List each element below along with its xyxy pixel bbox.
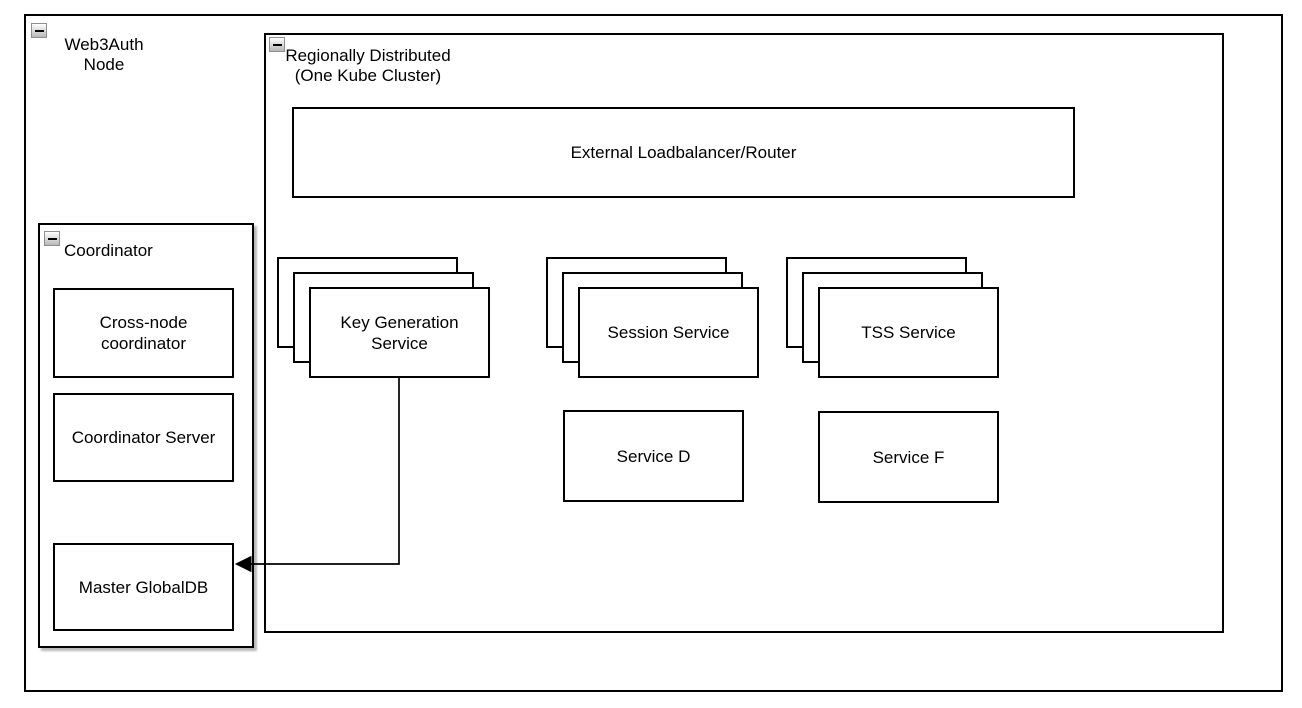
coordinator-label: Coordinator (64, 241, 153, 260)
tss-service-node[interactable]: TSS Service (818, 287, 999, 378)
master-globaldb-node[interactable]: Master GlobalDB (53, 543, 234, 631)
collapse-minus-icon[interactable] (269, 37, 285, 52)
web3auth-node-label: Web3Auth Node (64, 35, 144, 74)
external-loadbalancer-node[interactable]: External Loadbalancer/Router (292, 107, 1075, 198)
key-generation-service-node[interactable]: Key Generation Service (309, 287, 490, 378)
coordinator-server-node[interactable]: Coordinator Server (53, 393, 234, 482)
service-f-node[interactable]: Service F (818, 411, 999, 503)
regionally-distributed-label: Regionally Distributed (One Kube Cluster… (285, 46, 451, 85)
session-service-node[interactable]: Session Service (578, 287, 759, 378)
service-d-node[interactable]: Service D (563, 410, 744, 502)
cross-node-coordinator-node[interactable]: Cross-node coordinator (53, 288, 234, 378)
collapse-minus-icon[interactable] (44, 231, 60, 246)
collapse-minus-icon[interactable] (31, 23, 47, 38)
